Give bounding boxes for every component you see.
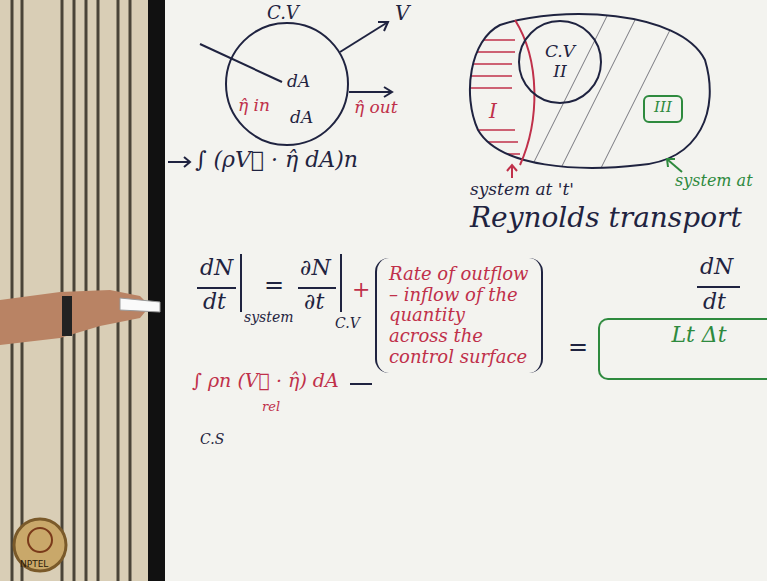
board-label: η̂ in (238, 96, 270, 115)
node-text: III (653, 99, 673, 116)
board-label: + (352, 278, 370, 302)
flux-bracket: Rate of outflow – inflow of the quantity… (375, 258, 543, 373)
board-label: system at (675, 172, 753, 190)
board-label: rel (262, 400, 280, 414)
board-label: NPTEL (20, 560, 48, 570)
board-label: C.S (200, 432, 224, 447)
control-volume-circle: C.VII (518, 20, 602, 104)
node-text: C.V (545, 42, 575, 62)
board-label: = (264, 272, 284, 298)
board-label: η̂ out (354, 98, 398, 117)
node-text: Rate of outflow – inflow of the quantity… (389, 264, 529, 367)
control-volume-circle: C.V (225, 22, 349, 146)
board-label: ∫ (ρV⃗ · η̂ dA)n (195, 148, 358, 172)
board-label: dA (287, 72, 310, 91)
board-label: ∂t (304, 290, 324, 314)
board-label: C.V (335, 316, 360, 331)
board-label: ∂N (300, 256, 331, 280)
node-text: C.V (267, 3, 299, 24)
board-label: ∫ ρn (V⃗ · η̂) dA (192, 370, 339, 391)
board-label: Reynolds transport (470, 203, 742, 234)
board-label: system at 't' (470, 180, 574, 199)
board-label: dN (700, 255, 733, 279)
limit-box: Lt Δt (598, 318, 767, 380)
node-text: Lt Δt (608, 322, 767, 347)
board-label: = (568, 334, 588, 360)
board-label: dN (200, 256, 233, 280)
board-label: dt (703, 290, 726, 314)
board-label: system (244, 310, 293, 325)
board-label: V (395, 2, 409, 24)
board-label: I (486, 100, 500, 122)
region-box: III (643, 95, 683, 123)
node-text: II (553, 62, 566, 82)
board-label: dt (203, 290, 226, 314)
board-label: dA (290, 108, 313, 127)
